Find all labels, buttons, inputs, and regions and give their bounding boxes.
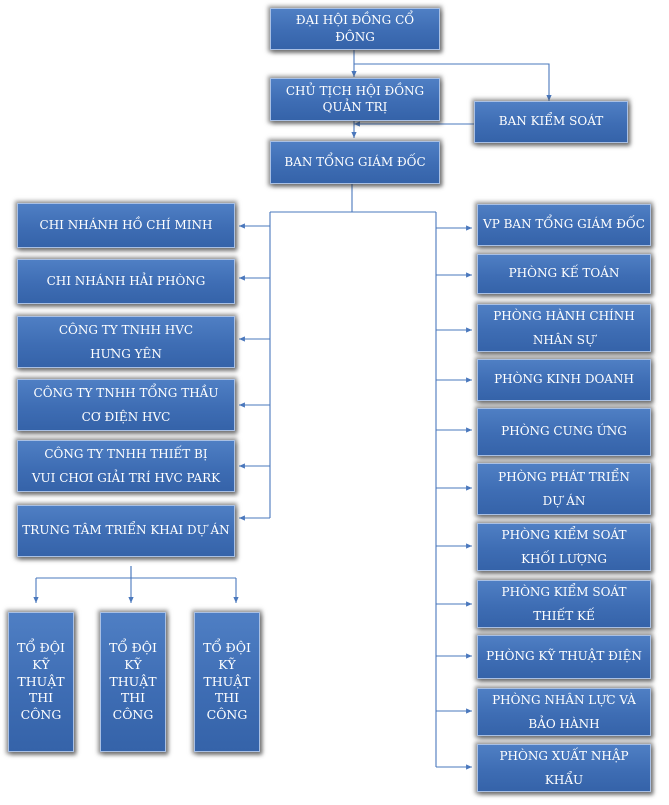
supervisory-box: BAN KIỂM SOÁT [474,101,628,143]
connector-ceo-bus [270,184,353,213]
team-box-3: TỔ ĐỘI KỸ THUẬT THI CÔNG [194,612,260,752]
dept-project-development: PHÒNG PHÁT TRIỂN DỰ ÁN [477,463,651,515]
dept-procurement: PHÒNG CUNG ỨNG [477,408,651,456]
dept-electrical-engineering: PHÒNG KỸ THUẬT ĐIỆN [477,635,651,679]
dept-hr-warranty: PHÒNG NHÂN LỰC VÀ BẢO HÀNH [477,688,651,736]
team-box-2: TỔ ĐỘI KỸ THUẬT THI CÔNG [100,612,166,752]
left-unit-hcm-branch: CHI NHÁNH HỒ CHÍ MINH [17,203,235,248]
dept-admin-hr: PHÒNG HÀNH CHÍNH NHÂN SỰ [477,304,651,352]
dept-design-control: PHÒNG KIỂM SOÁT THIẾT KẾ [477,580,651,628]
left-unit-haiphong-branch: CHI NHÁNH HẢI PHÒNG [17,259,235,304]
dept-volume-control: PHÒNG KIỂM SOÁT KHỐI LƯỢNG [477,523,651,571]
dept-ceo-office: VP BAN TỔNG GIÁM ĐỐC [477,204,651,246]
connector-shareholders-supervisory [354,63,552,101]
left-unit-hvc-park: CÔNG TY TNHH THIẾT BỊ VUI CHƠI GIẢI TRÍ … [17,440,235,492]
left-unit-hvc-hungyen: CÔNG TY TNHH HVC HƯNG YÊN [17,316,235,368]
left-unit-hvc-mep: CÔNG TY TNHH TỔNG THẦU CƠ ĐIỆN HVC [17,379,235,431]
team-box-1: TỔ ĐỘI KỸ THUẬT THI CÔNG [8,612,74,752]
dept-sales: PHÒNG KINH DOANH [477,359,651,401]
board-chair-box: CHỦ TỊCH HỘI ĐỒNG QUẢN TRỊ [270,78,440,121]
dept-accounting: PHÒNG KẾ TOÁN [477,254,651,294]
dept-import-export: PHÒNG XUẤT NHẬP KHẨU [477,744,651,792]
shareholders-box: ĐẠI HỘI ĐỒNG CỔ ĐÔNG [270,8,440,50]
left-unit-project-center: TRUNG TÂM TRIỂN KHAI DỰ ÁN [17,505,235,557]
ceo-box: BAN TỔNG GIÁM ĐỐC [270,141,440,184]
